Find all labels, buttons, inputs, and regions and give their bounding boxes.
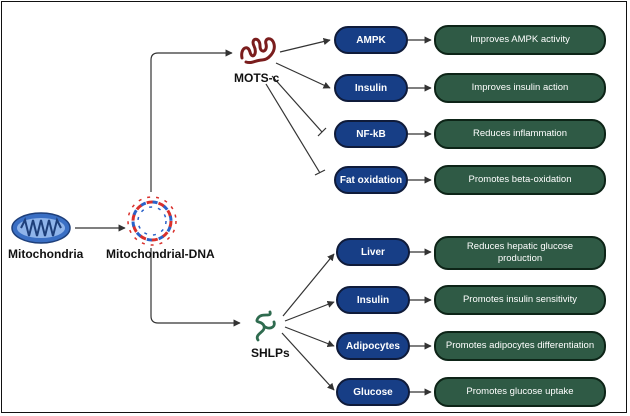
effect-inflammation: Reduces inflammation bbox=[434, 119, 606, 149]
shlps-peptide-icon bbox=[255, 310, 276, 342]
effect-ampk-activity: Improves AMPK activity bbox=[434, 25, 606, 55]
arrow-mtdna-to-shlps bbox=[150, 248, 241, 327]
target-ampk: AMPK bbox=[334, 26, 408, 54]
inhibit-mots-fatox bbox=[265, 83, 326, 176]
effect-insulin-action: Improves insulin action bbox=[434, 73, 606, 103]
effect-insulin-sensitivity: Promotes insulin sensitivity bbox=[434, 285, 606, 315]
effect-adipocyte-differentiation: Promotes adipocytes differentiation bbox=[434, 331, 606, 361]
arrow-mtdna-to-mots bbox=[150, 49, 233, 192]
target-glucose: Glucose bbox=[336, 378, 410, 406]
arrow-shlps-glucose bbox=[281, 332, 335, 391]
target-fat-oxidation: Fat oxidation bbox=[334, 166, 408, 194]
arrow-mots-ampk bbox=[279, 38, 331, 53]
mitochondria-label: Mitochondria bbox=[8, 247, 84, 261]
target-nf-kb: NF-kB bbox=[334, 120, 408, 148]
target-liver: Liver bbox=[336, 238, 410, 266]
mots-c-peptide-icon bbox=[240, 37, 276, 65]
target-insulin-mots: Insulin bbox=[334, 74, 408, 102]
effect-beta-oxidation: Promotes beta-oxidation bbox=[434, 165, 606, 195]
effect-hepatic-glucose: Reduces hepatic glucose production bbox=[434, 236, 606, 270]
arrow-shlps-adipocytes bbox=[284, 326, 335, 348]
arrow-shlps-insulin bbox=[284, 300, 335, 322]
shlps-label: SHLPs bbox=[251, 346, 290, 360]
mtdna-label: Mitochondrial-DNA bbox=[106, 247, 215, 261]
target-insulin-shlps: Insulin bbox=[336, 286, 410, 314]
mtdna-icon bbox=[127, 196, 177, 246]
target-adipocytes: Adipocytes bbox=[336, 332, 410, 360]
mitochondria-icon bbox=[11, 212, 71, 244]
arrow-mots-insulin bbox=[275, 62, 331, 89]
mots-c-label: MOTS-c bbox=[234, 71, 280, 85]
effect-glucose-uptake: Promotes glucose uptake bbox=[434, 377, 606, 407]
inhibit-mots-nfkb bbox=[271, 75, 327, 137]
arrow-shlps-liver bbox=[282, 253, 335, 317]
